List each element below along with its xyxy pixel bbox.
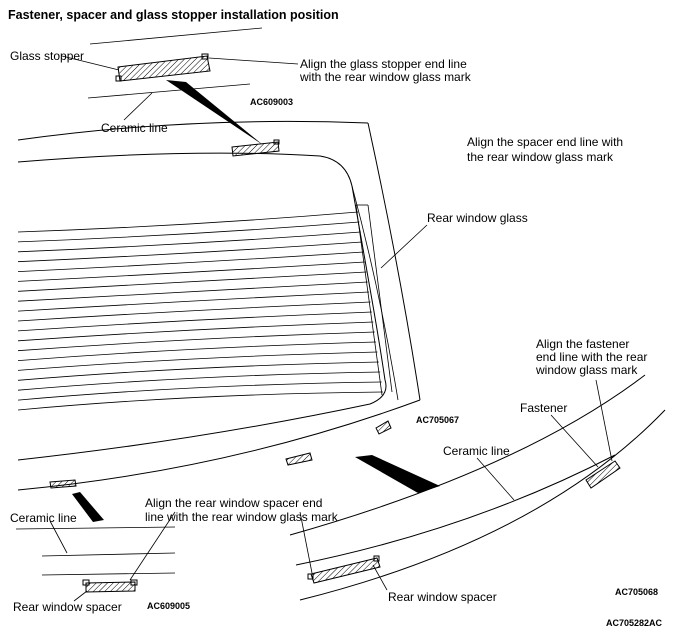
glass-stopper-part — [117, 55, 211, 82]
defroster-line — [17, 281, 368, 302]
fastener-part — [585, 460, 621, 489]
defroster-line — [17, 251, 364, 272]
diagram-title: Fastener, spacer and glass stopper insta… — [8, 8, 339, 22]
defroster-line — [17, 301, 371, 322]
right-detail-pointer — [355, 455, 440, 493]
defroster-line — [17, 341, 377, 361]
left-detail-pointer — [72, 492, 104, 522]
defroster-line — [17, 381, 382, 401]
glass-stopper-label: Glass stopper — [10, 49, 84, 63]
left-spacer-part — [49, 479, 77, 489]
top-detail-pointer — [166, 80, 263, 145]
defroster-line — [17, 221, 360, 243]
align-stopper-note-line1: Align the glass stopper end line — [300, 57, 467, 71]
align-rear-spacer-note-line2: line with the rear window glass mark — [145, 510, 339, 524]
main-code: AC705067 — [416, 415, 459, 425]
lower-spacer-part — [285, 452, 313, 466]
align-spacer-note-line1: Align the spacer end line with — [467, 135, 623, 149]
top-detail-code: AC609003 — [250, 97, 293, 107]
defroster-line — [17, 241, 363, 263]
rear-window-glass-label: Rear window glass — [427, 211, 528, 225]
defroster-lines — [17, 211, 384, 411]
fastener-label: Fastener — [520, 401, 567, 415]
align-rear-spacer-note-line1: Align the rear window spacer end — [145, 496, 322, 510]
align-fastener-note-line3: window glass mark — [535, 363, 638, 377]
rear-window-spacer-left-label: Rear window spacer — [13, 600, 122, 614]
rear-window-spacer-right-label: Rear window spacer — [388, 590, 497, 604]
defroster-line — [17, 291, 370, 312]
align-stopper-note-line2: with the rear window glass mark — [299, 70, 472, 84]
defroster-line — [17, 271, 367, 292]
rear-spacer-detail-left: Ceramic line Rear window spacer AC609005… — [10, 496, 339, 614]
defroster-line — [17, 371, 381, 391]
glass-stopper-detail: Glass stopper Align the glass stopper en… — [10, 27, 472, 135]
rear-spacer-part-left — [85, 581, 136, 593]
defroster-line — [17, 211, 359, 233]
defroster-line — [17, 311, 372, 332]
defroster-line — [17, 351, 378, 371]
defroster-line — [17, 261, 365, 282]
defroster-line — [17, 231, 361, 253]
figure-code: AC705282AC — [606, 618, 663, 628]
align-fastener-note-line1: Align the fastener — [536, 337, 629, 351]
defroster-line — [17, 331, 375, 352]
defroster-line — [17, 361, 379, 381]
fastener-detail-right: Align the fastener end line with the rea… — [289, 337, 666, 628]
ceramic-line-right-label: Ceramic line — [443, 444, 510, 458]
defroster-line — [17, 391, 384, 411]
rear-spacer-part-right — [310, 557, 381, 584]
rear-window-glass: Align the spacer end line with the rear … — [17, 120, 623, 491]
right-fastener-part — [375, 420, 392, 435]
left-detail-code: AC609005 — [147, 601, 190, 611]
top-spacer-part — [231, 141, 280, 157]
align-spacer-note-line2: the rear window glass mark — [467, 150, 614, 164]
ceramic-line-top-label: Ceramic line — [101, 121, 168, 135]
ceramic-line-left-label: Ceramic line — [10, 511, 77, 525]
align-fastener-note-line2: end line with the rear — [536, 350, 647, 364]
defroster-line — [17, 321, 374, 342]
right-detail-code: AC705068 — [615, 587, 658, 597]
